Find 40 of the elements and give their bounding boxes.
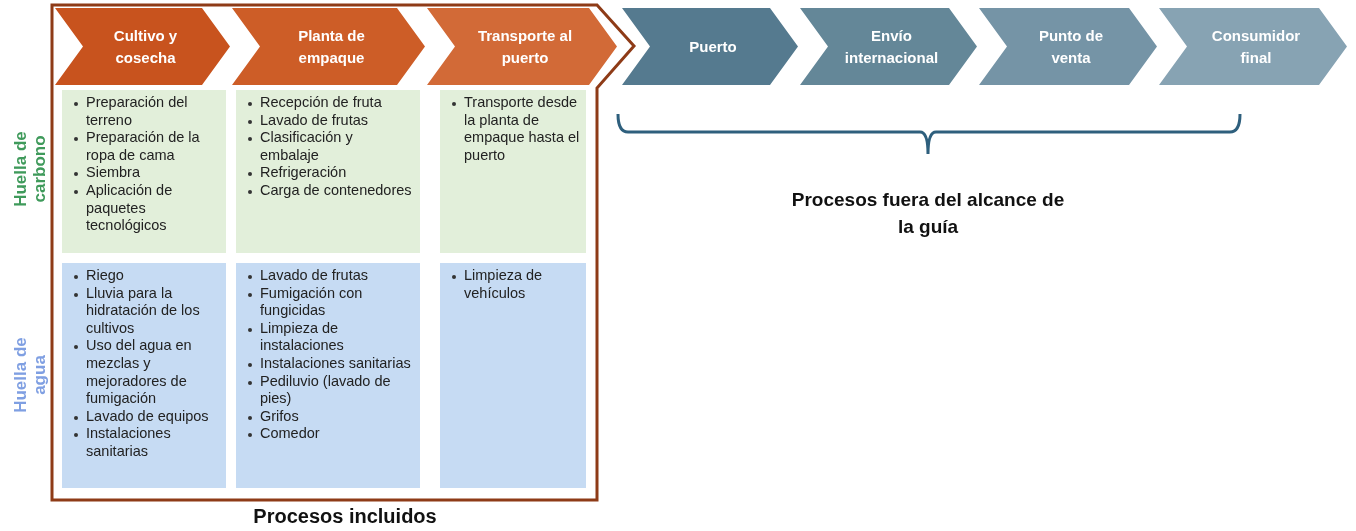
list-item: Recepción de fruta xyxy=(260,94,382,112)
list-item: Instalaciones sanitarias xyxy=(260,354,411,373)
list-item: Preparación de la ropa de cama xyxy=(86,129,201,165)
list-item: Preparación del terreno xyxy=(86,94,189,130)
activity-panel xyxy=(62,90,226,253)
list-item: Instalaciones sanitarias xyxy=(86,425,172,461)
activity-panel xyxy=(440,90,586,253)
process-step: Puerto xyxy=(622,8,798,85)
process-step: Consumidor final xyxy=(1159,8,1347,85)
frame-heading: Procesos incluidos xyxy=(252,505,438,528)
process-step: Planta de empaque xyxy=(232,8,425,85)
list-item: Limpieza de vehículos xyxy=(464,267,544,303)
activity-panel xyxy=(236,90,420,253)
scope-label: Procesos fuera del alcance de la guía xyxy=(790,188,1066,239)
list-item: Lavado de equipos xyxy=(86,407,209,426)
list-item: Lluvia para la hidratación de los cultivos xyxy=(86,284,201,338)
row-label: Huella de agua xyxy=(11,336,49,415)
activity-panel xyxy=(440,263,586,488)
list-item: Carga de contenedores xyxy=(260,181,412,200)
process-step: Envío internacional xyxy=(800,8,977,85)
process-step: Cultivo y cosecha xyxy=(55,8,230,85)
process-step: Transporte al puerto xyxy=(427,8,617,85)
list-item: Lavado de frutas xyxy=(260,111,369,130)
list-item: Refrigeración xyxy=(260,164,347,182)
list-item: Aplicación de paquetes tecnológicos xyxy=(86,181,174,235)
list-item: Uso del agua en mezclas y mejoradores de fumigación xyxy=(86,337,193,408)
list-item: Transporte desde la planta de empaque hasta el puerto xyxy=(464,94,580,165)
list-item: Pediluvio (lavado de pies) xyxy=(260,372,392,408)
list-item: Limpieza de instalaciones xyxy=(260,319,345,355)
list-item: Comedor xyxy=(260,425,320,443)
list-item: Clasificación y embalaje xyxy=(260,129,354,165)
list-item: Grifos xyxy=(260,407,299,426)
row-label: Huella de carbono xyxy=(11,130,49,209)
list-item: Lavado de frutas xyxy=(260,267,369,285)
list-item: Fumigación con fungicidas xyxy=(260,284,364,320)
list-item: Siembra xyxy=(86,164,140,182)
activity-panel xyxy=(62,263,226,488)
activity-panel xyxy=(236,263,420,488)
process-step: Punto de venta xyxy=(979,8,1157,85)
list-item: Riego xyxy=(86,267,124,285)
